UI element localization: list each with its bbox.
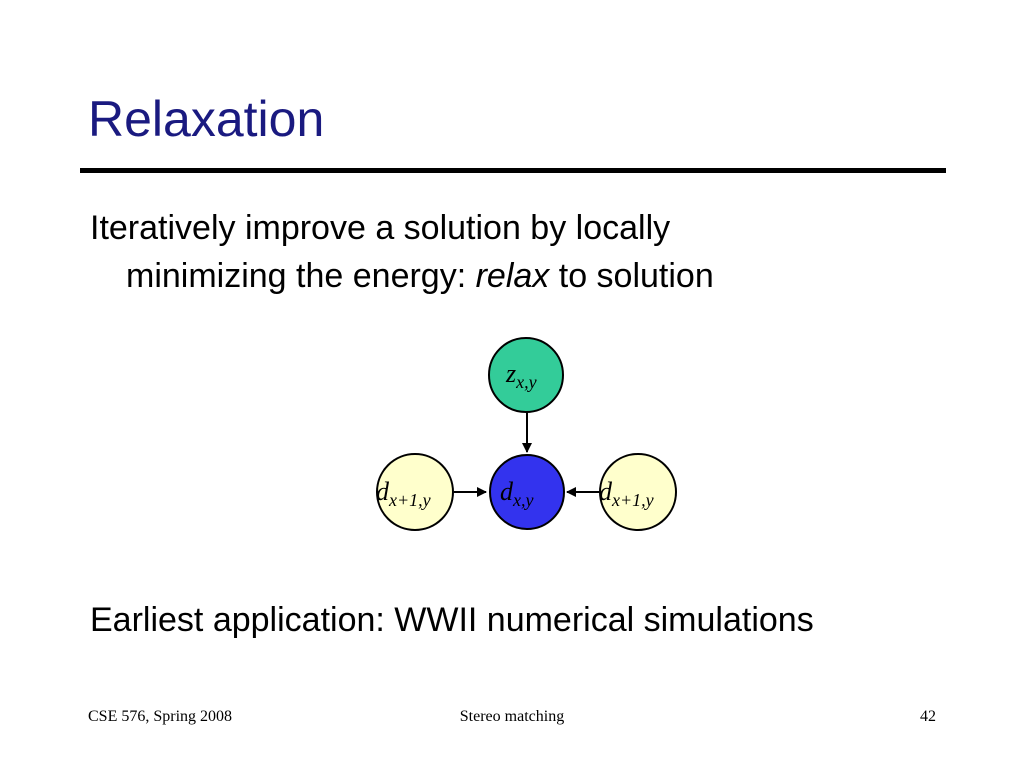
bullet-iteratively-improve: Iteratively improve a solution by locall… xyxy=(90,204,950,300)
node-z-xy-label: zx,y xyxy=(505,359,537,392)
title-underline xyxy=(80,168,946,173)
bullet1-line2-prefix: minimizing the energy: xyxy=(126,257,476,295)
node-d-left-label: dx+1,y xyxy=(376,477,431,510)
footer-course: CSE 576, Spring 2008 xyxy=(88,708,233,725)
node-d-right xyxy=(599,453,677,531)
footer-page-number: 42 xyxy=(920,708,936,725)
bullet-earliest-application: Earliest application: WWII numerical sim… xyxy=(90,601,814,639)
bullet1-line2-suffix: to solution xyxy=(549,257,714,295)
bullet1-line2: minimizing the energy: relax to solution xyxy=(90,252,950,300)
node-z-xy xyxy=(488,337,564,413)
slide-title: Relaxation xyxy=(88,91,325,147)
node-d-xy-label: dx,y xyxy=(500,477,533,510)
node-d-xy xyxy=(489,454,565,530)
bullet1-line1: Iteratively improve a solution by locall… xyxy=(90,209,671,247)
node-d-left xyxy=(376,453,454,531)
bullet1-relax-emphasis: relax xyxy=(475,257,550,295)
footer-topic: Stereo matching xyxy=(459,708,565,725)
node-d-right-label: dx+1,y xyxy=(599,477,654,510)
